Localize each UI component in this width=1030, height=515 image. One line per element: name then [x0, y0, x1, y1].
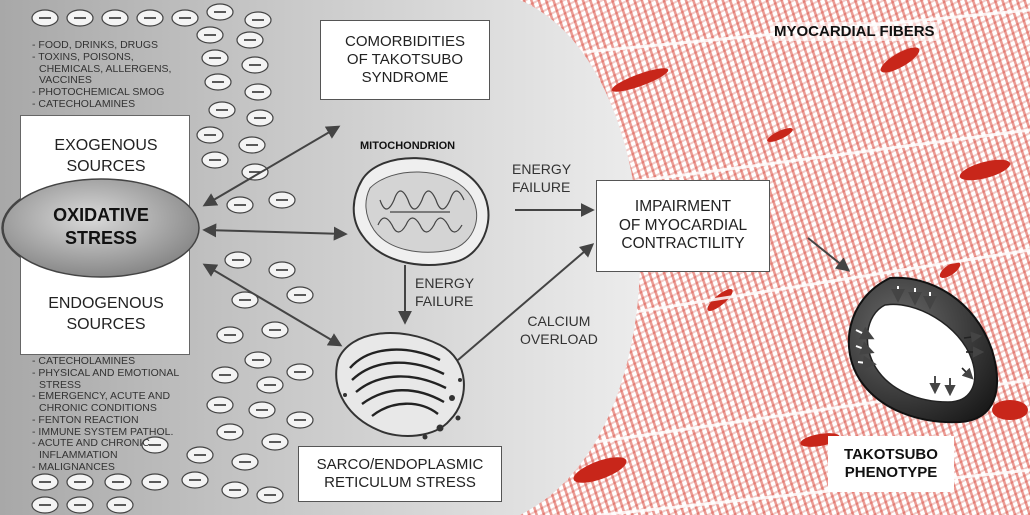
- label-line: OXIDATIVE: [53, 205, 149, 225]
- exogenous-sources-label: EXOGENOUS SOURCES: [21, 136, 191, 178]
- energy-failure-label-mid: ENERGY FAILURE: [415, 274, 474, 310]
- label-line: CALCIUM: [527, 313, 591, 329]
- label-line: STRESS: [64, 227, 138, 248]
- oxidative-stress-overlay: [2, 178, 200, 278]
- arrow-calcium-overload: [457, 243, 595, 361]
- label-line: ENDOGENOUS: [48, 295, 164, 312]
- label-line: OF TAKOTSUBO: [346, 50, 464, 68]
- endogenous-sources-label: ENDOGENOUS SOURCES: [21, 294, 191, 336]
- list-item: CHEMICALS, ALLERGENS,: [39, 62, 172, 75]
- takotsubo-phenotype-label: TAKOTSUBO PHENOTYPE: [828, 436, 954, 492]
- label-line: TAKOTSUBO: [844, 445, 938, 463]
- label-line: SOURCES: [66, 157, 146, 175]
- label-line: COMORBIDITIES: [344, 32, 465, 50]
- takotsubo-heart-icon: [847, 276, 999, 424]
- energy-failure-label-top: ENERGY FAILURE: [512, 160, 571, 196]
- list-item: CHRONIC CONDITIONS: [39, 402, 157, 414]
- label-line: SARCO/ENDOPLASMIC: [316, 455, 484, 473]
- list-item: - FOOD, DRINKS, DRUGS: [32, 39, 159, 51]
- mitochondrion-icon: [352, 157, 490, 266]
- arrow-oxidative-mitochondrion: [202, 223, 348, 241]
- arrows: [202, 125, 851, 361]
- list-item: INFLAMMATION: [39, 449, 118, 461]
- impairment-box: IMPAIRMENT OF MYOCARDIAL CONTRACTILITY: [596, 180, 770, 272]
- label-line: IMPAIRMENT: [634, 197, 732, 215]
- endogenous-sources-list: - CATECHOLAMINES - PHYSICAL AND EMOTIONA…: [32, 355, 180, 474]
- myocardial-fibers-label: MYOCARDIAL FIBERS: [770, 22, 939, 41]
- label-line: ENERGY: [512, 161, 572, 177]
- label-line: ENERGY: [415, 275, 475, 291]
- list-item: - ACUTE AND CHRONIC: [32, 437, 150, 450]
- label-line: OVERLOAD: [520, 331, 598, 348]
- exogenous-sources-list: - FOOD, DRINKS, DRUGS - TOXINS, POISONS,…: [32, 39, 172, 111]
- reticulum-icon: [335, 332, 465, 440]
- list-item: - FENTON REACTION: [32, 413, 139, 426]
- list-item: - MALIGNANCES: [32, 460, 115, 473]
- arrow-oxidative-comorbidities: [202, 125, 341, 207]
- label-line: FAILURE: [415, 293, 474, 310]
- label-line: RETICULUM STRESS: [324, 474, 476, 491]
- contraction-arrows: [855, 286, 937, 370]
- list-item: VACCINES: [39, 74, 92, 87]
- oxidative-stress-label: OXIDATIVE STRESS: [10, 204, 192, 249]
- list-item: - IMMUNE SYSTEM PATHOL.: [32, 425, 174, 438]
- sarco-reticulum-box: SARCO/ENDOPLASMIC RETICULUM STRESS: [298, 446, 502, 502]
- list-item: - TOXINS, POISONS,: [32, 50, 134, 63]
- label-line: FAILURE: [512, 179, 571, 196]
- label-line: SOURCES: [66, 315, 146, 333]
- label-line: SYNDROME: [361, 69, 449, 87]
- arrow-impairment-phenotype: [807, 237, 851, 272]
- mitochondrion-label: MITOCHONDRION: [360, 140, 456, 152]
- list-item: - EMERGENCY, ACUTE AND: [32, 390, 171, 403]
- list-item: - PHOTOCHEMICAL SMOG: [32, 86, 165, 98]
- list-item: - CATECHOLAMINES: [32, 355, 136, 367]
- label-line: EXOGENOUS: [54, 137, 158, 154]
- list-item: - CATECHOLAMINES: [32, 97, 136, 110]
- label-line: CONTRACTILITY: [621, 235, 745, 253]
- calcium-overload-label: CALCIUM OVERLOAD: [520, 312, 598, 348]
- label-line: OF MYOCARDIAL: [618, 216, 748, 234]
- label-line: PHENOTYPE: [844, 464, 938, 481]
- arrow-oxidative-reticulum: [202, 263, 343, 347]
- comorbidities-box: COMORBIDITIES OF TAKOTSUBO SYNDROME: [320, 20, 490, 100]
- list-item: - PHYSICAL AND EMOTIONAL: [32, 366, 180, 379]
- list-item: STRESS: [39, 378, 82, 391]
